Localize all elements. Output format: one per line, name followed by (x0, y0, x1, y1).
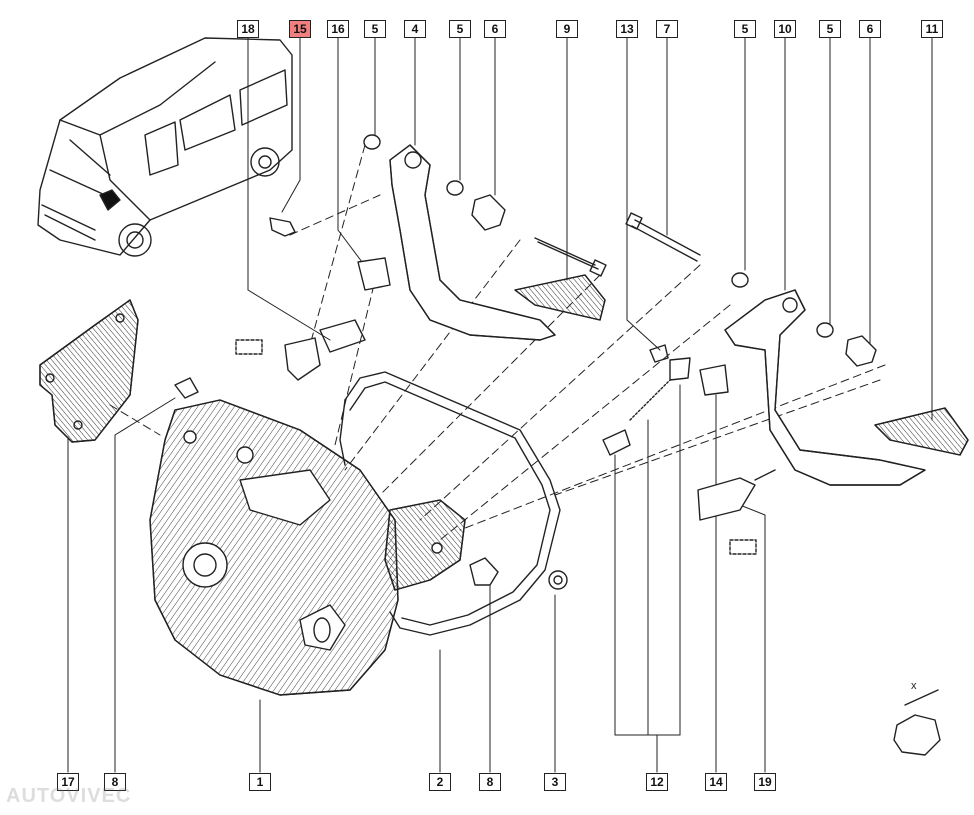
small-parts (174, 134, 877, 590)
callout-label-12: 12 (646, 773, 668, 791)
van-illustration (37, 37, 293, 257)
callout-label-8: 8 (479, 773, 501, 791)
callout-label-19: 19 (754, 773, 776, 791)
pedal-mount-plate (384, 499, 466, 591)
part-4-clutch-pedal (389, 144, 606, 341)
callout-label-6: 6 (859, 20, 881, 38)
part-10-brake-pedal (724, 289, 969, 486)
connector-boxes (235, 339, 757, 555)
callout-label-13: 13 (616, 20, 638, 38)
callout-label-3: 3 (544, 773, 566, 791)
part-2-gasket (339, 371, 561, 636)
callout-label-7: 7 (656, 20, 678, 38)
callout-label-6: 6 (484, 20, 506, 38)
callout-label-11: 11 (921, 20, 943, 38)
callout-label-5: 5 (449, 20, 471, 38)
callout-label-16: 16 (327, 20, 349, 38)
callout-label-5: 5 (819, 20, 841, 38)
callout-label-10: 10 (774, 20, 796, 38)
callout-label-17: 17 (57, 773, 79, 791)
callout-label-2: 2 (429, 773, 451, 791)
callout-label-18: 18 (237, 20, 259, 38)
axis-x-letter: x (911, 680, 917, 692)
callout-label-8: 8 (104, 773, 126, 791)
callout-label-14: 14 (705, 773, 727, 791)
callout-label-5: 5 (734, 20, 756, 38)
callout-label-15-highlighted: 15 (289, 20, 311, 38)
leader-lines (67, 36, 933, 773)
callout-label-5: 5 (364, 20, 386, 38)
nut-icon (893, 689, 941, 756)
callout-label-1: 1 (249, 773, 271, 791)
assembly-lines (109, 144, 886, 541)
part-1-pedal-box (149, 399, 399, 696)
callout-label-9: 9 (556, 20, 578, 38)
watermark: AUTOVIVEC (6, 785, 132, 807)
part-17-bracket (39, 299, 139, 443)
callout-label-4: 4 (404, 20, 426, 38)
